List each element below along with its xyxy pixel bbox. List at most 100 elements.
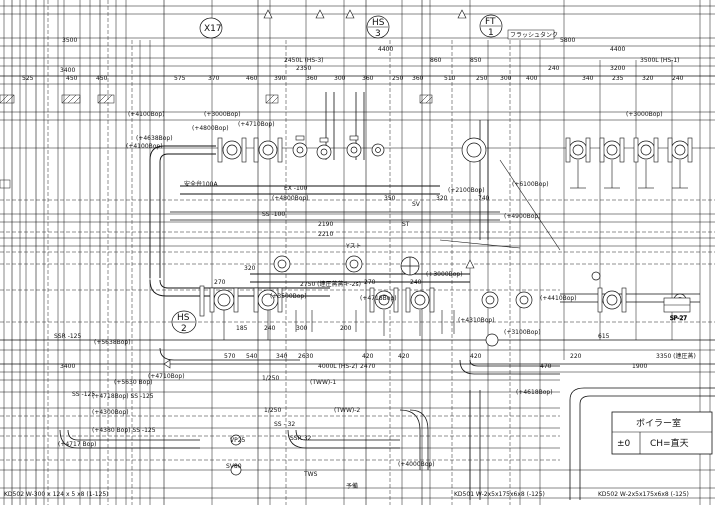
elev-3000a: (+3000Bop) bbox=[204, 111, 241, 118]
flash-tank-text: フラッシュタンク bbox=[510, 31, 558, 39]
dim-row3-d: 3200 bbox=[610, 65, 625, 72]
elev-3500: (+3500Bop) bbox=[270, 293, 307, 300]
room-ceiling: CH=直天 bbox=[650, 437, 689, 449]
balloon-ft1: FT 1 bbox=[479, 14, 503, 38]
elev-4717: (+4717 Bop) bbox=[58, 441, 96, 448]
balloon-hs3: HS 3 bbox=[366, 15, 390, 39]
elev-4618: (+4618Bop) bbox=[516, 389, 553, 396]
bdim-1: 4000L (HS-2) bbox=[318, 363, 358, 370]
mdim-15: 1900 bbox=[632, 363, 647, 370]
note-tws: TWS bbox=[303, 471, 318, 478]
note-ssr125: SSR -125 bbox=[54, 333, 81, 340]
bdim-3: 540 bbox=[246, 353, 258, 360]
dim-row4-7: 360 bbox=[306, 75, 318, 82]
mdim-7: 240 bbox=[410, 279, 422, 286]
note-sv: SV bbox=[412, 201, 421, 208]
elev-4300: (+4300Bop) bbox=[92, 409, 129, 416]
mdim-22: 220 bbox=[570, 353, 582, 360]
room-tag: ボイラー室 ±0 CH=直天 bbox=[611, 411, 713, 455]
balloon-hs3-line1: HS bbox=[372, 18, 385, 28]
dim-row4-11: 360 bbox=[412, 75, 424, 82]
note-vp25: VP25 bbox=[230, 437, 246, 444]
dim-row2-a: 2450L (HS-3) bbox=[284, 57, 324, 64]
dimension-text-bottom: 3400 4000L (HS-2) 570 540 340 1/250 1/25… bbox=[60, 353, 358, 414]
note-spare: 予備 bbox=[346, 482, 358, 490]
dim-row4-18: 320 bbox=[642, 75, 654, 82]
flange-blocks bbox=[199, 135, 693, 317]
dim-row1-c: 5800 bbox=[560, 37, 575, 44]
dim-row4-2: 450 bbox=[96, 75, 108, 82]
mdim-1: 270 bbox=[214, 279, 226, 286]
dim-row1-a: 3500 bbox=[62, 37, 77, 44]
balloon-hs2-line1: HS bbox=[177, 313, 190, 323]
main-header-label: 2750 (連圧蒸蒸キ-2s) bbox=[300, 280, 361, 288]
mdim-4: 200 bbox=[340, 325, 352, 332]
balloon-ft1-line1: FT bbox=[485, 17, 496, 27]
elev-4900: (+4900Bop) bbox=[504, 213, 541, 220]
arrow-markers bbox=[163, 9, 475, 369]
footer-note-0: KD502 W-300 x 124 x 5 x8 (1-125) bbox=[4, 491, 109, 498]
elev-4100: (+4100Bop) bbox=[128, 111, 165, 118]
bdim-0: 3400 bbox=[60, 363, 75, 370]
dim-row4-19: 240 bbox=[672, 75, 684, 82]
y-strainer-label: Yスト bbox=[345, 243, 362, 250]
room-name: ボイラー室 bbox=[636, 417, 681, 429]
dim-row3-b: 2350 bbox=[296, 65, 311, 72]
supports bbox=[223, 160, 688, 340]
dim-row4-8: 300 bbox=[334, 75, 346, 82]
mdim-9: 2210 bbox=[318, 231, 333, 238]
dim-row3-c: 240 bbox=[548, 65, 560, 72]
elev-4100b: (+4100Bop) bbox=[126, 143, 163, 150]
dim-row4-1: 450 bbox=[66, 75, 78, 82]
balloon-x17-label: X17 bbox=[204, 24, 222, 34]
flash-tank-label: フラッシュタンク bbox=[507, 29, 558, 40]
mdim-17: 420 bbox=[470, 353, 482, 360]
bdim-6: 1/250 bbox=[264, 407, 281, 414]
pump-sp27-label: SP-27 bbox=[670, 315, 687, 322]
elev-4000: (+4000Bop) bbox=[398, 461, 435, 468]
dim-row4-14: 300 bbox=[500, 75, 512, 82]
balloon-ft1-line2: 1 bbox=[488, 28, 494, 38]
dim-row4-3: 575 bbox=[174, 75, 186, 82]
elev-4310: (+4310Bop) bbox=[458, 317, 495, 324]
mdim-16: 470 bbox=[540, 363, 552, 370]
dim-row4-5: 460 bbox=[246, 75, 258, 82]
elev-3000c: (+3000Bop) bbox=[626, 111, 663, 118]
elev-3000b: (+3000Bop) bbox=[426, 271, 463, 278]
balloon-hs2: HS 2 bbox=[171, 310, 197, 334]
note-st: ST bbox=[402, 221, 410, 228]
elev-2100: (+2100Bop) bbox=[448, 187, 485, 194]
dim-row4-10: 250 bbox=[392, 75, 404, 82]
mdim-14: 3350 (連圧蒸) bbox=[656, 352, 696, 360]
elev-4800b: (+4800Bop) bbox=[272, 195, 309, 202]
bdim-2: 570 bbox=[224, 353, 236, 360]
dim-row4-4: 370 bbox=[208, 75, 220, 82]
elev-4410: (+4410Bop) bbox=[540, 295, 577, 302]
note-tww1: (TWW)-1 bbox=[310, 379, 336, 386]
mdim-19: 740 bbox=[478, 195, 490, 202]
bdim-4: 340 bbox=[276, 353, 288, 360]
footer-note-2: KD502 W-2x5x175x6x8 (-125) bbox=[598, 491, 689, 498]
elev-6100: (+6100Bop) bbox=[512, 181, 549, 188]
dim-row4-9: 360 bbox=[362, 75, 374, 82]
beam-hatches bbox=[0, 94, 433, 189]
footer-notes: KD502 W-300 x 124 x 5 x8 (1-125) KD501 W… bbox=[4, 491, 689, 498]
pump-sp27: SP-27 bbox=[663, 297, 691, 322]
elev-4800a: (+4800Bop) bbox=[192, 125, 229, 132]
mdim-12: 2630 bbox=[298, 353, 313, 360]
note-safety-valve: 安全弁100A bbox=[184, 180, 218, 188]
dim-row4-0: 525 bbox=[22, 75, 34, 82]
elev-4380: (+4380 Bop) SS -125 bbox=[92, 427, 156, 434]
dim-row4-6: 390 bbox=[274, 75, 286, 82]
dim-row4-12: 510 bbox=[444, 75, 456, 82]
mdim-2: 240 bbox=[264, 325, 276, 332]
elev-4718b: (+4718Bop) SS -125 bbox=[92, 393, 154, 400]
dimension-text-top: 3500 4400 5800 4400 2450L (HS-3) 860 850… bbox=[22, 37, 684, 82]
dimension-text-mid: 185 270 240 300 200 420 270 240 2190 221… bbox=[214, 195, 696, 370]
elev-4710b: (+4710Bop) bbox=[148, 373, 185, 380]
mdim-18: 320 bbox=[436, 195, 448, 202]
pipe-notes: EX -100 SS -100 SV ST 安全弁100A SS -125 SS… bbox=[54, 111, 663, 490]
dim-row2-d: 3500L (HS-1) bbox=[640, 57, 680, 64]
note-ex100: EX -100 bbox=[284, 185, 308, 192]
